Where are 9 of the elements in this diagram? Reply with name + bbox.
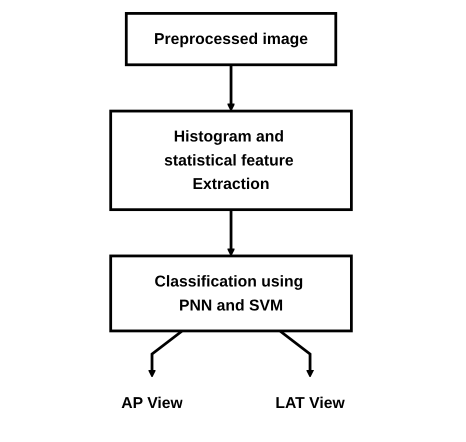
node-box: Histogram and statistical feature Extraction	[109, 110, 353, 212]
node-text: LAT View	[275, 394, 345, 412]
arrow	[279, 330, 314, 378]
arrow	[226, 210, 236, 256]
node-box: Classification using PNN and SVM	[109, 254, 353, 332]
arrow	[226, 64, 236, 112]
node-box: Preprocessed image	[124, 12, 338, 66]
node-text: AP View	[121, 394, 183, 412]
arrow	[148, 330, 184, 378]
